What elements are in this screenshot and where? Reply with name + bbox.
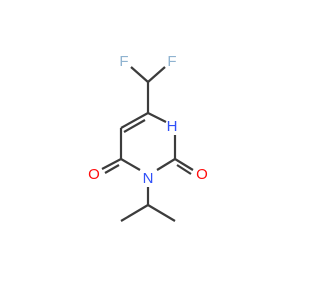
- bond-n3-c2: [156, 158, 176, 171]
- atom-n3: N: [143, 170, 154, 187]
- atom-f-left: F: [119, 53, 128, 70]
- bond-chf2-f-left: [130, 66, 149, 83]
- bond-c2-o2-second: [176, 164, 192, 175]
- bond-c4-o4-second: [104, 164, 120, 174]
- atom-o2: O: [196, 166, 208, 183]
- molecule-canvas: F F H O N O: [88, 53, 208, 222]
- atom-n1-h: H: [167, 118, 178, 135]
- bond-c6-n1: [147, 112, 167, 123]
- bond-chf2-f-right: [147, 66, 166, 83]
- molecule-structure: F F H O N O: [88, 53, 208, 222]
- bond-c6-c5: [120, 112, 149, 129]
- bond-c4-n3: [120, 158, 141, 171]
- atom-f-right: F: [167, 53, 176, 70]
- atom-o4: O: [88, 166, 100, 183]
- bond-c6-c5-second: [123, 119, 146, 133]
- bond-ch-methyl-right: [147, 204, 176, 222]
- bond-c4-o4: [101, 158, 122, 170]
- bond-ch-methyl-left: [120, 204, 149, 222]
- bond-c2-o2: [174, 158, 194, 171]
